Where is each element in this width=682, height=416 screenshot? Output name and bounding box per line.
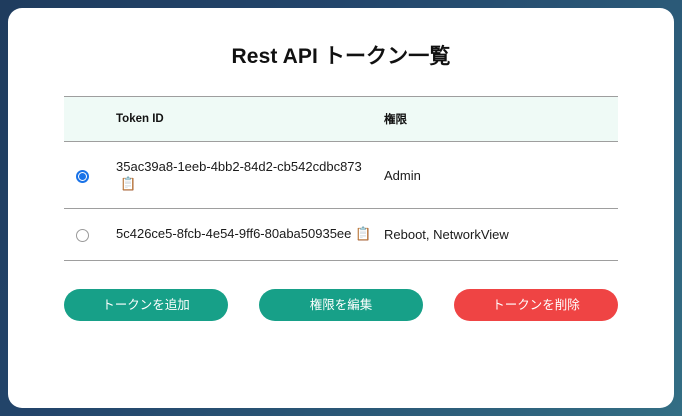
column-header-permission: 権限: [384, 96, 618, 142]
column-header-token-id: Token ID: [116, 96, 384, 142]
token-table: Token ID 権限 35ac39a8-1eeb-4bb2-84d2-cb54…: [64, 96, 618, 261]
row-select-cell: [64, 208, 116, 261]
table-header-row: Token ID 権限: [64, 96, 618, 142]
table-row[interactable]: 35ac39a8-1eeb-4bb2-84d2-cb542cdbc873 📋 Ad…: [64, 141, 618, 210]
edit-permission-button[interactable]: 権限を編集: [259, 288, 423, 321]
page-title: Rest API トークン一覧: [231, 45, 451, 68]
token-id-text: 5c426ce5-8fcb-4e54-9ff6-80aba50935ee: [116, 226, 352, 242]
table-row[interactable]: 5c426ce5-8fcb-4e54-9ff6-80aba50935ee📋 Re…: [64, 208, 618, 261]
table-body: 35ac39a8-1eeb-4bb2-84d2-cb542cdbc873 📋 Ad…: [64, 141, 618, 261]
clipboard-icon[interactable]: 📋: [355, 226, 372, 242]
table-header: Token ID 権限: [64, 96, 618, 142]
token-table-container: Token ID 権限 35ac39a8-1eeb-4bb2-84d2-cb54…: [64, 96, 618, 261]
row-select-cell: [64, 141, 116, 210]
row-permission-cell: Admin: [384, 141, 618, 210]
clipboard-icon[interactable]: 📋: [120, 176, 137, 192]
token-radio-button[interactable]: [76, 229, 89, 243]
row-token-id-cell: 35ac39a8-1eeb-4bb2-84d2-cb542cdbc873 📋: [116, 141, 384, 210]
delete-token-button[interactable]: トークンを削除: [454, 288, 618, 321]
row-token-id-cell: 5c426ce5-8fcb-4e54-9ff6-80aba50935ee📋: [116, 208, 384, 261]
column-header-select: [64, 96, 116, 142]
token-radio-button[interactable]: [76, 169, 89, 183]
action-button-row: トークンを追加 権限を編集 トークンを削除: [64, 288, 618, 321]
token-list-card: Rest API トークン一覧 Token ID 権限: [8, 8, 674, 408]
token-id-text: 35ac39a8-1eeb-4bb2-84d2-cb542cdbc873: [116, 159, 362, 174]
add-token-button[interactable]: トークンを追加: [64, 288, 228, 321]
row-permission-cell: Reboot, NetworkView: [384, 208, 618, 261]
